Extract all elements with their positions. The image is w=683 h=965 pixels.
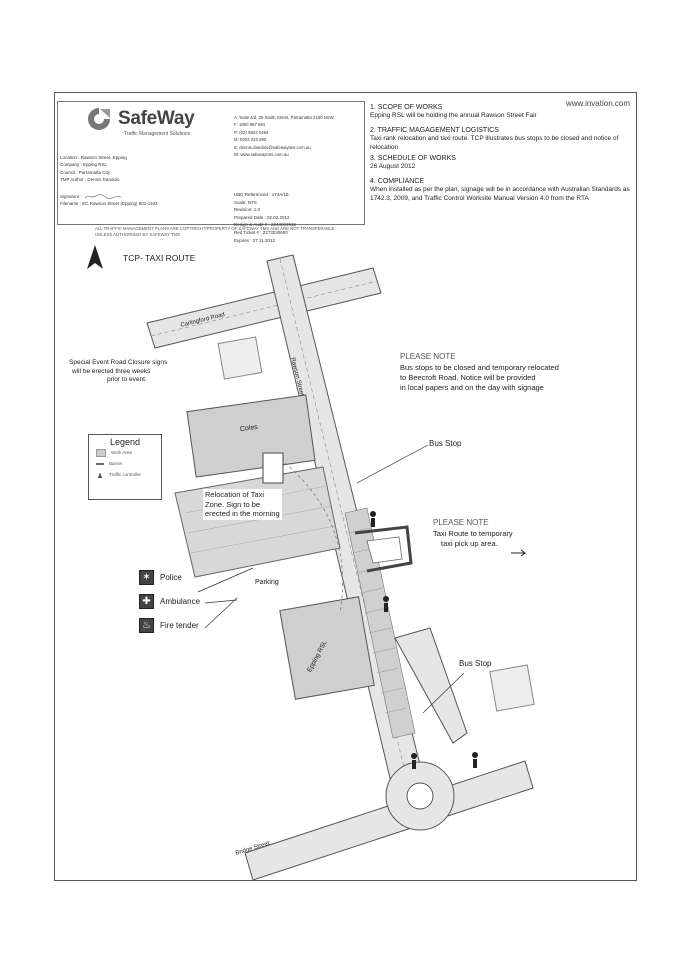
bus-note-line: to Beecroft Road. Notice will be provide… — [400, 373, 536, 382]
section-heading: 1. SCOPE OF WORKS — [370, 104, 443, 111]
traffic-controller-icon: ♟ — [96, 472, 104, 480]
closure-note-line: Special Event Road Closure signs — [69, 359, 168, 366]
scope-panel: www.invation.com 1. SCOPE OF WORKS Eppin… — [370, 99, 634, 203]
legend-title: Legend — [109, 437, 141, 447]
taxi-route-loop — [354, 525, 413, 573]
coles-building — [186, 394, 316, 478]
bridge-street — [244, 760, 534, 880]
legend-item: Work Area — [96, 447, 161, 458]
contact-line: E: dennis.dandolo@safewaytms.com.au — [234, 144, 311, 150]
brand-tagline: Traffic Management Solutions — [124, 131, 191, 137]
north-arrow-icon — [87, 245, 103, 269]
contact-line: W: www.safewaytms.com.au — [234, 152, 289, 158]
filename: Filename : EC Rawson Street (Epping) 801… — [60, 201, 158, 207]
plan-line: Expires : 27.11.2012 — [234, 237, 275, 243]
taxi-relocation-line: erected in the morning — [205, 509, 280, 518]
cross-icon: ✚ — [139, 594, 154, 609]
section-heading: 4. COMPLIANCE — [370, 177, 425, 185]
watermark-url: www.invation.com — [565, 99, 630, 108]
plan-line: Red Ticket # : 2273030600 — [234, 229, 288, 235]
bus-stop-note: Bus stops to be closed and temporary rel… — [400, 363, 559, 393]
barrier-icon — [96, 462, 104, 465]
service-ambulance: ✚Ambulance — [139, 594, 200, 609]
parking-label: Parking — [255, 579, 279, 586]
bus-stop-label: Bus Stop — [459, 659, 492, 668]
flame-icon: ♨ — [139, 618, 154, 633]
taxi-note-line: Taxi Route to temporary — [433, 529, 513, 538]
taxi-relocation-line: Zone. Sign to be — [205, 499, 261, 509]
closure-note-line: will be erected three weeks — [72, 367, 151, 375]
taxi-zone-sign-icon — [262, 452, 284, 484]
contact-line: M: 0403 323 280 — [234, 137, 267, 143]
legend-item: ♟Traffic controller — [96, 472, 142, 480]
taxi-route-note: Taxi Route to temporary taxi pick up are… — [433, 529, 513, 549]
plan-line: Prepared Date : 02.02.2012 — [234, 214, 290, 220]
epping-rsl-building — [279, 596, 375, 700]
section-body: Epping RSL will be holding the annual Ra… — [370, 112, 537, 120]
detail-line: Council : Parramatta City — [60, 169, 111, 175]
contact-line: P: (02) 9823 0494 — [234, 129, 269, 135]
service-police: ✶Police — [139, 570, 182, 585]
signature-mark — [84, 194, 122, 200]
copyright-notice: ALL TRAFFIC MANAGEMENT PLANS ARE COPYRIG… — [95, 226, 335, 237]
bus-note-line: in local papers and on the day with sign… — [400, 383, 544, 392]
plan-line: UBD Referenced : 173A/16 — [234, 192, 289, 197]
signature-label: Signature : — [60, 193, 157, 200]
legend-item: Barrier — [96, 458, 161, 469]
section-body: 26 August 2012 — [370, 163, 416, 171]
parking-area — [174, 466, 341, 578]
section-heading: 2. TRAFFIC MAGAGEMENT LOGISTICS — [370, 126, 499, 134]
plan-line: Scale: NTS — [234, 199, 257, 205]
map-title: TCP- TAXI ROUTE — [123, 253, 196, 263]
bus-stop-label: Bus Stop — [429, 439, 462, 448]
carlingford-road — [146, 267, 382, 349]
detail-line: Company : Epping RSL — [60, 162, 108, 168]
plan-info: UBD Referenced : 173A/16 Scale: NTS Revi… — [234, 191, 296, 244]
traffic-controller-icon — [370, 511, 478, 769]
contact-line: F: 1800 987 891 — [234, 122, 266, 128]
contact-details: A: Suite 4/d, 29 Smith Street, Parramatt… — [234, 114, 364, 158]
closure-sign-icon — [217, 336, 263, 380]
plan-line: Revision: 1.0 — [234, 207, 261, 213]
closure-note: Special Event Road Closure signs will be… — [69, 359, 167, 385]
taxi-note-line: taxi pick up area. — [441, 539, 498, 548]
detail-line: TMP Author : Dennis Dandolo — [60, 177, 120, 183]
closure-note-line: prior to event. — [107, 376, 147, 383]
bus-stop-sign-icon — [489, 664, 535, 712]
taxi-relocation-note: Relocation of Taxi Zone. Sign to be erec… — [203, 489, 282, 520]
title-block: SafeWay Traffic Management Solutions A: … — [57, 101, 365, 243]
contact-line: A: Suite 4/d, 29 Smith Street, Parramatt… — [234, 115, 334, 120]
please-note-heading: PLEASE NOTE — [433, 518, 489, 527]
brand-name: SafeWay — [118, 108, 195, 129]
work-area-icon — [96, 448, 106, 457]
access-road — [394, 627, 468, 744]
section-body: When installed as per the plan, signage … — [370, 186, 630, 202]
detail-line: Location : Rawson Street, Epping — [60, 155, 127, 160]
bus-note-line: Bus stops to be closed and temporary rel… — [400, 363, 559, 372]
service-fire-tender: ♨Fire tender — [139, 618, 199, 633]
job-details: Location : Rawson Street, Epping Company… — [60, 154, 157, 207]
legend: Legend Work Area Barrier ♟Traffic contro… — [88, 434, 162, 500]
star-icon: ✶ — [139, 570, 154, 585]
section-heading: 3. SCHEDULE OF WORKS — [370, 155, 456, 163]
tcp-sheet: SafeWay Traffic Management Solutions A: … — [54, 92, 637, 881]
safeway-logo-icon — [88, 108, 110, 130]
please-note-heading: PLEASE NOTE — [400, 352, 456, 361]
work-area-zone — [344, 507, 416, 739]
plan-line: Design & Audit # : 2243003916 — [234, 222, 297, 228]
section-body: Taxi rank relocation and taxi route. TCP… — [370, 135, 619, 151]
taxi-relocation-line: Relocation of Taxi — [205, 490, 265, 499]
